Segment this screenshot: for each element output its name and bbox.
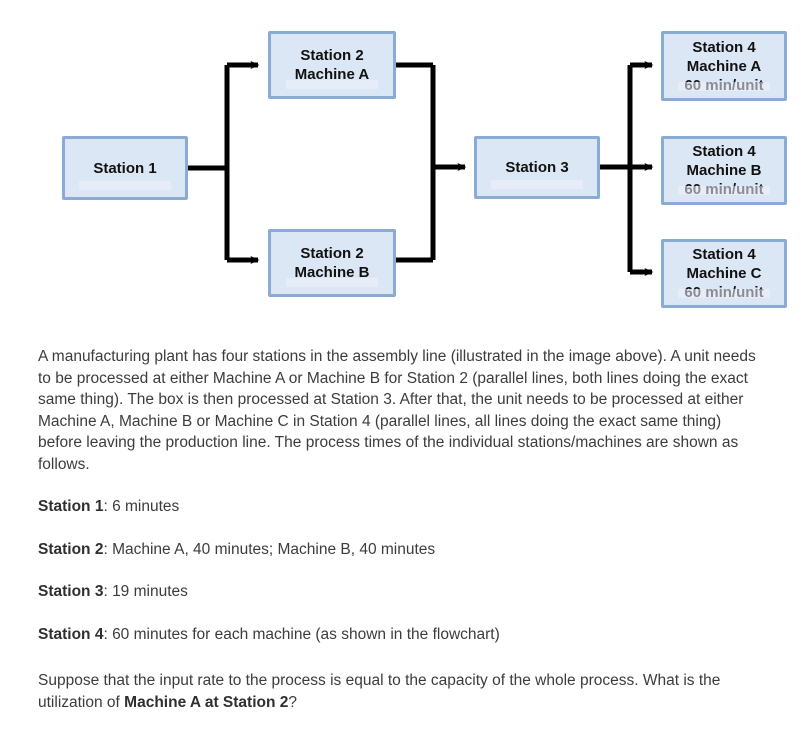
- spec-line-station3: Station 3: 19 minutes: [38, 581, 760, 603]
- spec-line-station1: Station 1: 6 minutes: [38, 496, 760, 518]
- spec-value: : 6 minutes: [103, 498, 180, 515]
- flowchart-node-station4-machine-a: Station 4 Machine A 60 min/unit: [661, 31, 787, 101]
- node-line: 60 min/unit: [684, 76, 764, 94]
- node-line: Station 2: [300, 245, 364, 262]
- spec-value: : 19 minutes: [103, 583, 188, 600]
- node-line: Station 4: [692, 246, 756, 263]
- spec-line-station2: Station 2: Machine A, 40 minutes; Machin…: [38, 539, 760, 561]
- node-line: Station 1: [93, 159, 157, 177]
- flowchart-node-station2-machine-b: Station 2 Machine B: [268, 229, 396, 297]
- flowchart-node-station3: Station 3: [474, 136, 600, 199]
- node-line: 60 min/unit: [684, 284, 764, 301]
- node-line: Machine C: [686, 265, 762, 282]
- flowchart-connectors: [188, 60, 654, 277]
- spec-label: Station 2: [38, 540, 104, 558]
- node-line: Machine B: [294, 264, 370, 281]
- node-line: Station 4: [692, 143, 756, 160]
- process-flowchart: Station 1 Station 2 Machine A Station 2 …: [0, 0, 800, 330]
- spec-label: Station 3: [38, 583, 104, 600]
- node-line: Station 3: [505, 159, 569, 176]
- node-line: 60 min/unit: [684, 181, 764, 198]
- intro-paragraph: A manufacturing plant has four stations …: [38, 348, 756, 473]
- spec-label: Station 4: [38, 625, 104, 643]
- flowchart-node-station4-machine-c: Station 4 Machine C 60 min/unit: [661, 239, 787, 308]
- node-line: Machine B: [686, 162, 762, 179]
- question-paragraph: Suppose that the input rate to the proce…: [38, 670, 728, 713]
- question-lead: Suppose that the input rate to the proce…: [38, 672, 721, 711]
- flowchart-node-station2-machine-a: Station 2 Machine A: [268, 31, 396, 99]
- question-tail: ?: [288, 693, 298, 711]
- spec-value: : 60 minutes for each machine (as shown …: [103, 625, 500, 643]
- flowchart-node-station4-machine-b: Station 4 Machine B 60 min/unit: [661, 136, 787, 205]
- flowchart-node-station1: Station 1: [62, 136, 188, 200]
- node-line: Machine A: [294, 66, 370, 83]
- node-line: Station 4: [692, 38, 756, 56]
- question-body: A manufacturing plant has four stations …: [38, 346, 760, 713]
- spec-label: Station 1: [38, 498, 104, 515]
- question-emphasis: Machine A at Station 2: [124, 693, 289, 711]
- node-line: Station 2: [300, 47, 364, 64]
- spec-line-station4: Station 4: 60 minutes for each machine (…: [38, 624, 760, 646]
- node-line: Machine A: [686, 57, 762, 75]
- spec-value: : Machine A, 40 minutes; Machine B, 40 m…: [103, 540, 436, 558]
